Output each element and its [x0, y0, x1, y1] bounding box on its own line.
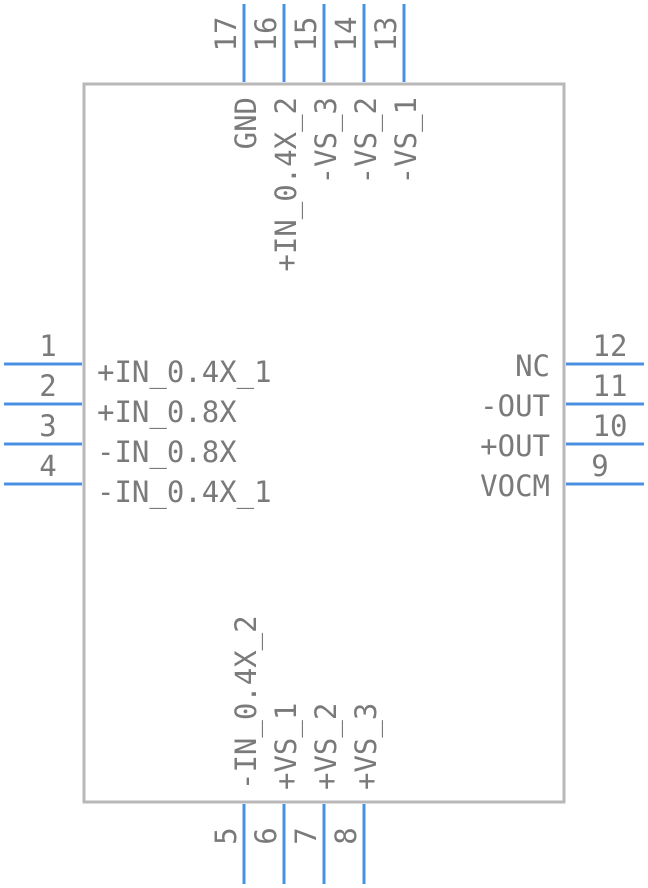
- pin-1-number: 1: [39, 329, 56, 363]
- pin-14-number: 14: [329, 17, 363, 52]
- pin-10-name: +OUT: [480, 429, 550, 463]
- pin-15-number: 15: [289, 17, 323, 52]
- pin-2-name: +IN_0.8X: [97, 395, 237, 430]
- left-pin-group: 1 2 3 4 +IN_0.4X_1 +IN_0.8X -IN_0.8X -IN…: [4, 329, 272, 510]
- pin-9-number: 9: [591, 449, 608, 483]
- pin-14-name: -VS_2: [349, 97, 384, 184]
- pin-13-name: -VS_1: [389, 97, 424, 184]
- pin-12-number: 12: [593, 329, 628, 363]
- pin-15-name: -VS_3: [309, 97, 344, 184]
- pin-16-name: +IN_0.4X_2: [269, 97, 304, 272]
- top-pin-group: 17 16 15 14 13 GND +IN_0.4X_2 -VS_3 -VS_…: [209, 4, 424, 272]
- pin-11-number: 11: [593, 369, 628, 403]
- pin-9-name: VOCM: [480, 469, 550, 503]
- pin-17-name: GND: [229, 97, 263, 149]
- component-body: [82, 82, 566, 804]
- pin-11-name: -OUT: [480, 389, 550, 423]
- pin-10-number: 10: [593, 409, 628, 443]
- pin-4-number: 4: [39, 449, 56, 483]
- pin-5-name: -IN_0.4X_2: [229, 615, 264, 790]
- pin-6-name: +VS_1: [269, 703, 304, 790]
- pin-4-name: -IN_0.4X_1: [97, 475, 272, 510]
- pin-3-number: 3: [39, 409, 56, 443]
- right-pin-group: 12 11 10 9 NC -OUT +OUT VOCM: [480, 329, 644, 503]
- pin-7-number: 7: [289, 827, 323, 844]
- pin-3-name: -IN_0.8X: [97, 435, 237, 470]
- pin-5-number: 5: [209, 827, 243, 844]
- bottom-pin-group: 5 6 7 8 -IN_0.4X_2 +VS_1 +VS_2 +VS_3: [209, 615, 384, 884]
- pin-12-name: NC: [515, 349, 550, 383]
- pin-7-name: +VS_2: [309, 703, 344, 790]
- pin-17-number: 17: [209, 17, 243, 52]
- pin-6-number: 6: [249, 827, 283, 844]
- pin-1-name: +IN_0.4X_1: [97, 355, 272, 390]
- pin-16-number: 16: [249, 17, 283, 52]
- pin-13-number: 13: [369, 17, 403, 52]
- pin-8-name: +VS_3: [349, 703, 384, 790]
- pin-2-number: 2: [39, 369, 56, 403]
- pin-8-number: 8: [329, 827, 363, 844]
